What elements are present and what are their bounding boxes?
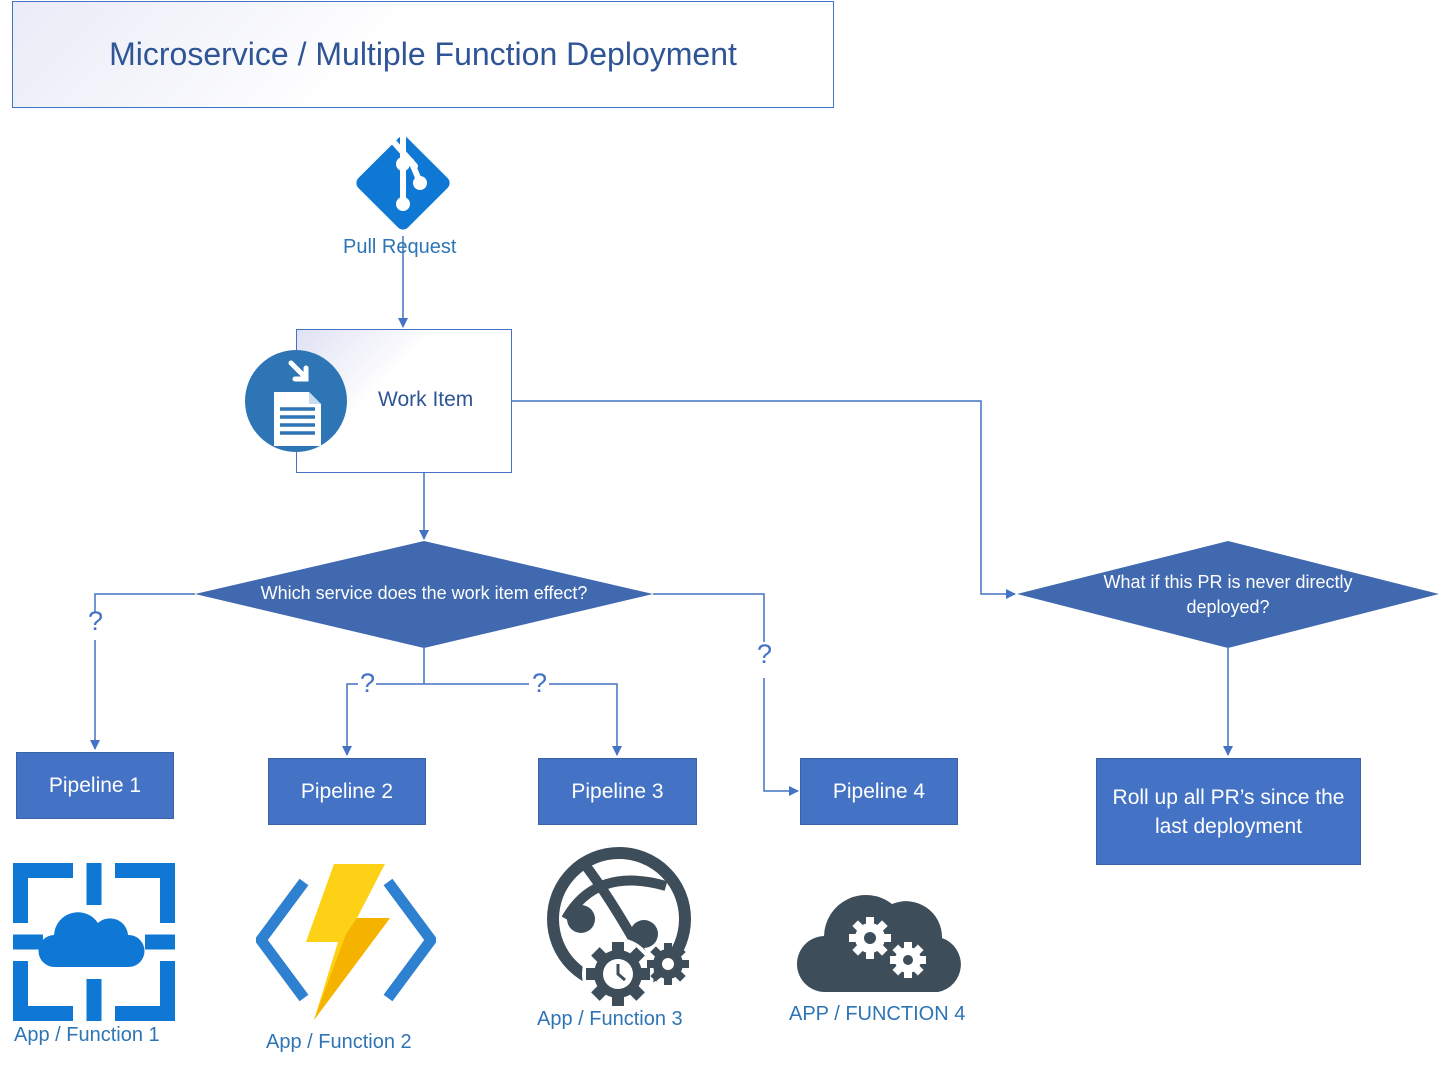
pipeline-1-box[interactable]: Pipeline 1 [16,752,174,819]
pipeline-1-label: Pipeline 1 [48,773,142,797]
connector-workitem-to-deploy-decision [512,400,1016,599]
work-item-document-icon [245,350,347,452]
pipeline-4-label: Pipeline 4 [832,779,926,803]
rollup-box[interactable]: Roll up all PR’s since the last deployme… [1096,758,1361,865]
function-lightning-icon [256,864,436,1020]
connector-workitem-to-decision [405,471,429,540]
web-globe-gears-icon [547,847,691,1010]
page-title-text: Microservice / Multiple Function Deploym… [109,36,737,72]
question-mark-pipeline-3: ? [532,668,548,698]
app-function-4-label: APP / FUNCTION 4 [789,1003,966,1025]
work-item-label: Work Item [378,388,474,411]
app-function-1-label: App / Function 1 [14,1024,160,1046]
app-function-2-label: App / Function 2 [266,1031,412,1053]
connector-to-pipeline-1 [94,593,195,612]
connector-to-pipeline-4 [653,593,765,642]
decision-deploy-diamond [1017,541,1439,648]
cloud-gears-icon [796,894,961,993]
rollup-line2: last deployment [1154,815,1303,838]
question-mark-pipeline-1: ? [88,606,104,636]
app-service-cloud-icon [13,863,175,1021]
decision-deploy-text: What if this PR is never directly deploy… [1017,570,1439,620]
question-mark-pipeline-4: ? [757,639,773,669]
pipeline-4-box[interactable]: Pipeline 4 [800,758,958,825]
pipeline-2-label: Pipeline 2 [300,779,394,803]
pipeline-3-box[interactable]: Pipeline 3 [538,758,697,825]
question-mark-pipeline-2: ? [360,668,376,698]
rollup-line1: Roll up all PR’s since the [1112,786,1345,809]
decision-service-text: Which service does the work item effect? [260,583,588,603]
pull-request-label: Pull Request [343,236,457,258]
page-title: Microservice / Multiple Function Deploym… [12,1,834,108]
decision-deploy-line1: What if this PR is never directly [1103,572,1353,592]
decision-deploy-line2: deployed? [1186,597,1270,617]
app-function-3-label: App / Function 3 [537,1008,683,1030]
pipeline-3-label: Pipeline 3 [571,779,664,803]
pipeline-2-box[interactable]: Pipeline 2 [268,758,426,825]
git-branch-icon [356,134,450,230]
decision-service-diamond [195,541,653,648]
